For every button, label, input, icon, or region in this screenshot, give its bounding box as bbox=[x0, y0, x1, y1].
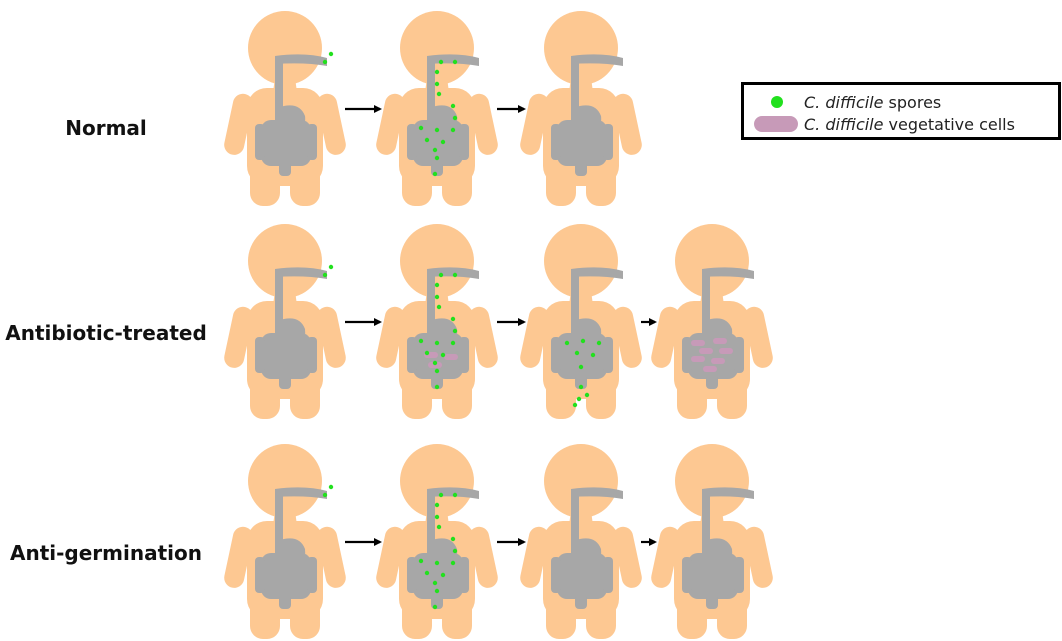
vegetative-cell bbox=[713, 338, 727, 344]
row-label-normal: Normal bbox=[65, 116, 147, 140]
vegetative-cell bbox=[711, 358, 725, 364]
spore bbox=[451, 341, 455, 345]
spore bbox=[435, 82, 439, 86]
spore bbox=[585, 393, 589, 397]
spore bbox=[573, 403, 577, 407]
spore bbox=[323, 273, 327, 277]
spore-symbol bbox=[771, 96, 783, 108]
vegetative-cell bbox=[691, 340, 705, 346]
spore bbox=[433, 605, 437, 609]
spore bbox=[439, 60, 443, 64]
spore bbox=[575, 351, 579, 355]
spore bbox=[435, 70, 439, 74]
legend-spores-label: C. difficile spores bbox=[804, 93, 941, 112]
row-label-antibiotic-treated: Antibiotic-treated bbox=[5, 321, 207, 345]
spore bbox=[435, 283, 439, 287]
spore bbox=[437, 525, 441, 529]
legend-cells-label: C. difficile vegetative cells bbox=[804, 115, 1015, 134]
spore bbox=[419, 339, 423, 343]
spore bbox=[439, 273, 443, 277]
spore bbox=[579, 365, 583, 369]
spore bbox=[435, 515, 439, 519]
spore bbox=[435, 503, 439, 507]
spore bbox=[581, 339, 585, 343]
spore bbox=[435, 128, 439, 132]
spore bbox=[425, 351, 429, 355]
spore bbox=[435, 385, 439, 389]
spore bbox=[451, 128, 455, 132]
spore bbox=[453, 60, 457, 64]
vegetative-cell bbox=[691, 356, 705, 362]
child-figure-row2-stage4 bbox=[649, 224, 774, 419]
child-figure-row1-stage3 bbox=[518, 11, 643, 206]
spore bbox=[323, 60, 327, 64]
spore bbox=[579, 385, 583, 389]
legend-item-vegetative-cells: C. difficile vegetative cells bbox=[754, 113, 1015, 135]
spore bbox=[441, 140, 445, 144]
spore bbox=[597, 341, 601, 345]
spore bbox=[591, 353, 595, 357]
vegetative-cell bbox=[699, 348, 713, 354]
spore bbox=[451, 104, 455, 108]
child-figure-row2-stage2 bbox=[374, 224, 499, 419]
child-figure-row3-stage1 bbox=[222, 444, 347, 639]
vegetative-cell-symbol bbox=[754, 116, 798, 132]
spore bbox=[425, 571, 429, 575]
child-figure-row1-stage1 bbox=[222, 11, 347, 206]
child-figure-row1-stage2 bbox=[374, 11, 499, 206]
spore bbox=[433, 361, 437, 365]
vegetative-cell bbox=[719, 348, 733, 354]
legend-item-spores: C. difficile spores bbox=[754, 91, 941, 113]
child-figure-row2-stage1 bbox=[222, 224, 347, 419]
spore bbox=[451, 317, 455, 321]
child-figure-row2-stage3 bbox=[518, 224, 643, 419]
spore bbox=[435, 341, 439, 345]
spore bbox=[441, 353, 445, 357]
spore bbox=[329, 265, 333, 269]
spore bbox=[435, 369, 439, 373]
spore bbox=[451, 537, 455, 541]
spore bbox=[419, 559, 423, 563]
spore bbox=[435, 589, 439, 593]
spore bbox=[425, 138, 429, 142]
spore bbox=[329, 485, 333, 489]
spore bbox=[323, 493, 327, 497]
spore bbox=[453, 549, 457, 553]
child-figure-row3-stage2 bbox=[374, 444, 499, 639]
spore bbox=[439, 493, 443, 497]
row-label-anti-germination: Anti-germination bbox=[10, 541, 202, 565]
spore bbox=[453, 329, 457, 333]
spore bbox=[577, 397, 581, 401]
child-figure-row3-stage4 bbox=[649, 444, 774, 639]
spore bbox=[435, 561, 439, 565]
spore bbox=[433, 148, 437, 152]
spore bbox=[329, 52, 333, 56]
spore bbox=[437, 305, 441, 309]
vegetative-cell bbox=[703, 366, 717, 372]
spore bbox=[453, 273, 457, 277]
spore bbox=[565, 341, 569, 345]
spore bbox=[451, 561, 455, 565]
spore bbox=[435, 295, 439, 299]
spore bbox=[437, 92, 441, 96]
legend: C. difficile spores C. difficile vegetat… bbox=[741, 82, 1061, 140]
spore bbox=[453, 493, 457, 497]
spore bbox=[441, 573, 445, 577]
child-figure-row3-stage3 bbox=[518, 444, 643, 639]
spore bbox=[433, 581, 437, 585]
vegetative-cell bbox=[444, 354, 458, 360]
spore bbox=[453, 116, 457, 120]
spore bbox=[433, 172, 437, 176]
spore bbox=[435, 156, 439, 160]
spore bbox=[419, 126, 423, 130]
